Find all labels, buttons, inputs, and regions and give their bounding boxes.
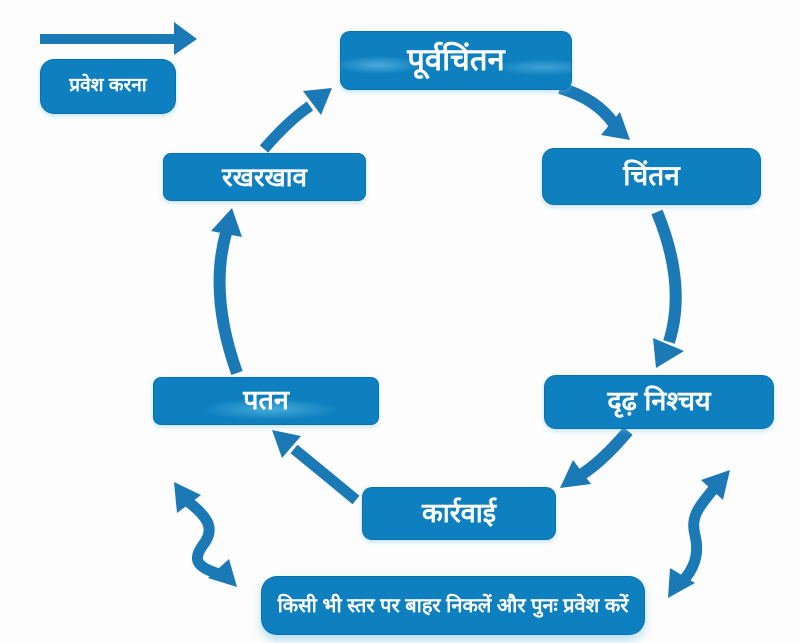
stage-label-determination: दृढ़ निश्चय: [607, 386, 711, 417]
stage-label-maintenance: रखरखाव: [222, 161, 307, 192]
arrow-maintenance-to-precontemplation-icon: [259, 88, 332, 153]
arrow-precontemplation-to-contemplation-icon: [558, 82, 630, 140]
exit-reenter-right-arrow-icon: [668, 470, 730, 598]
entry-box: प्रवेश करना: [40, 59, 176, 114]
stage-box-relapse: पतन: [153, 377, 379, 425]
stage-label-precontemplation: पूर्वचिंतन: [407, 42, 505, 78]
exit-reenter-note-label: किसी भी स्तर पर बाहर निकलें और पुनः प्रव…: [277, 594, 629, 617]
arrow-contemplation-to-determination-icon: [651, 209, 684, 368]
stage-box-determination: दृढ़ निश्चय: [544, 375, 774, 429]
exit-reenter-note-box: किसी भी स्तर पर बाहर निकलें और पुनः प्रव…: [261, 576, 645, 635]
exit-reenter-left-arrow-icon: [174, 482, 237, 587]
stage-label-relapse: पतन: [243, 385, 289, 416]
arrow-action-to-relapse-icon: [272, 430, 360, 505]
stage-box-maintenance: रखरखाव: [163, 153, 366, 201]
entry-box-label: प्रवेश करना: [69, 75, 147, 97]
stage-label-contemplation: चिंतन: [623, 160, 680, 192]
stage-label-action: कार्रवाई: [421, 497, 497, 528]
stage-box-action: कार्रवाई: [362, 487, 556, 540]
arrow-relapse-to-maintenance-icon: [211, 208, 243, 376]
entry-arrow-icon: [40, 22, 197, 55]
stage-box-precontemplation: पूर्वचिंतन: [340, 31, 572, 90]
arrow-determination-to-action-icon: [560, 427, 633, 488]
stage-box-contemplation: चिंतन: [542, 148, 761, 205]
